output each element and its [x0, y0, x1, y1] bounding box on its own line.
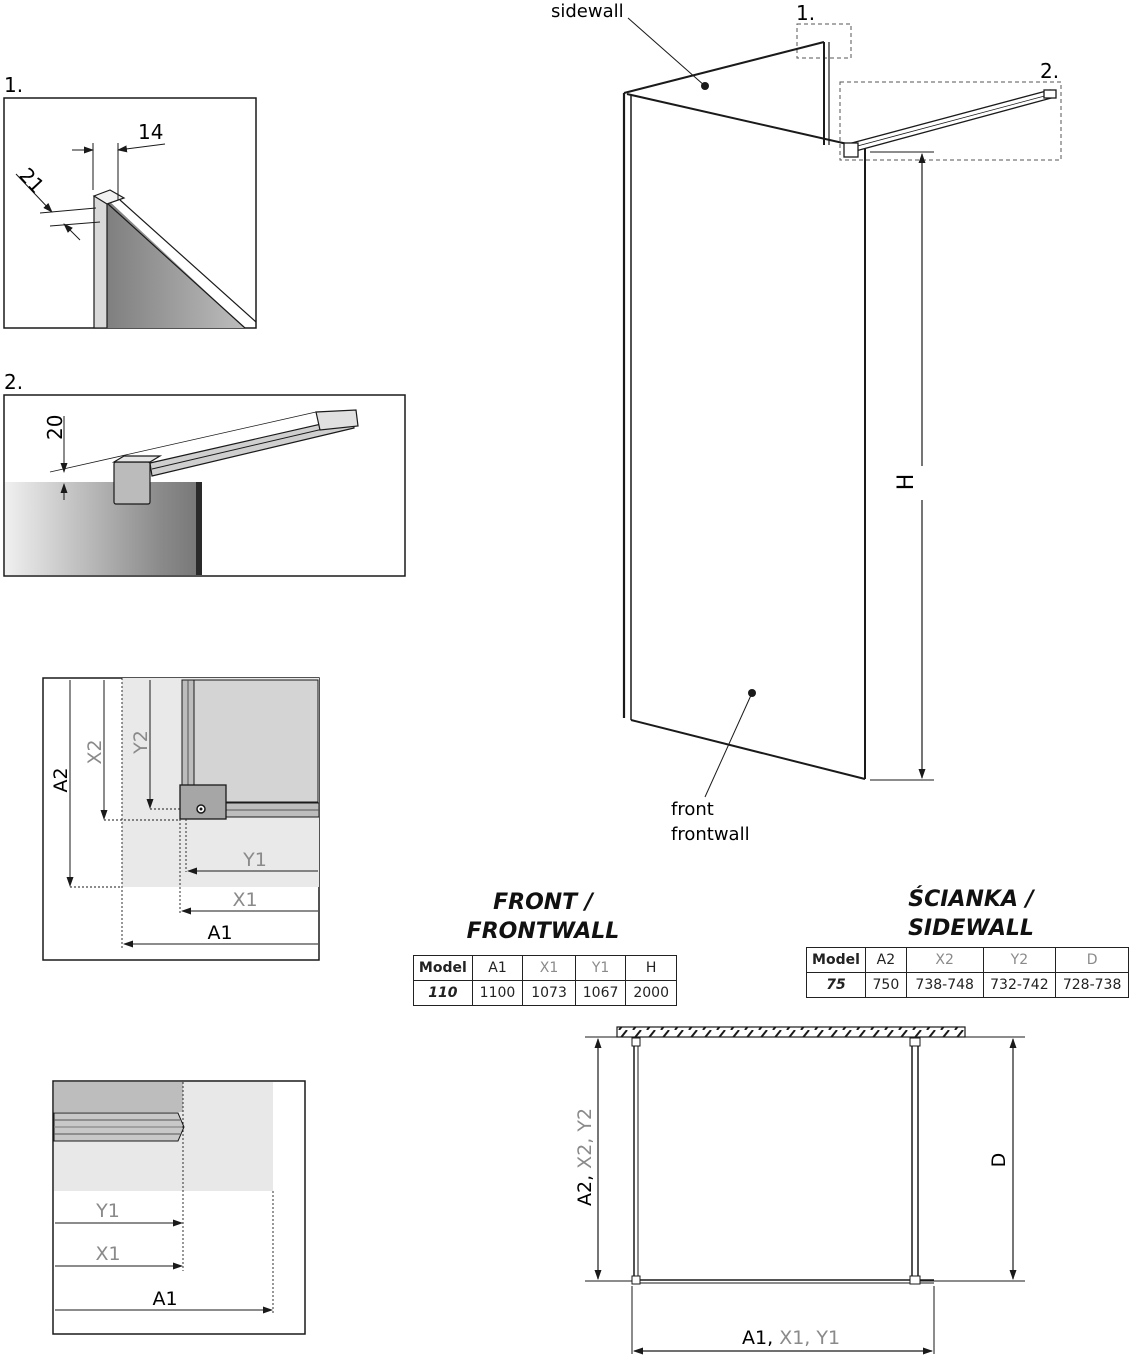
front-header-a1: A1 — [471, 955, 524, 981]
detail-2-glass — [5, 482, 200, 575]
side-header-a2: A2 — [864, 947, 907, 973]
corner-y1-label: Y1 — [242, 849, 267, 871]
plan-a2-label: A2, — [574, 1175, 596, 1206]
corner-x1-label: X1 — [232, 889, 257, 911]
edge-y1-label: Y1 — [95, 1200, 120, 1222]
side-cell-x2: 738-748 — [905, 972, 984, 998]
detail-2-dim-height: 20 — [43, 415, 67, 440]
detail-2-stabilizer-bar — [149, 416, 355, 477]
side-table-title-line1: ŚCIANKA / — [908, 887, 1034, 912]
side-header-y2: Y2 — [982, 947, 1057, 973]
height-dimension-label: H — [894, 474, 919, 491]
side-header-x2: X2 — [905, 947, 984, 973]
detail-2-clamp — [113, 461, 151, 505]
corner-detail: A2 X2 Y2 Y1 X1 A1 — [42, 677, 320, 961]
plan-bottom-label: A1, X1, Y1 — [742, 1327, 840, 1349]
detail-2: 2. 20 — [3, 370, 406, 577]
perspective-view: 1. 2. H sidewall front frontwall — [551, 1, 1062, 845]
front-header-model: Model — [413, 955, 473, 981]
plan-x2-label: X2, — [574, 1138, 596, 1169]
side-cell-d: 728-738 — [1055, 972, 1129, 998]
front-label: front — [671, 799, 714, 820]
front-cell-h: 2000 — [625, 980, 677, 1006]
plan-x1-label: X1, — [779, 1327, 810, 1349]
front-cell-y1: 1067 — [574, 980, 627, 1006]
front-header-y1: Y1 — [574, 955, 627, 981]
front-header-h: H — [625, 955, 677, 981]
side-table-title-line2: SIDEWALL — [908, 916, 1034, 941]
callout-2-label: 2. — [1040, 59, 1059, 83]
side-table: Model A2 X2 Y2 D 75 750 738-748 732-742 … — [806, 947, 1129, 998]
side-header-model: Model — [806, 947, 866, 973]
side-cell-model: 75 — [806, 972, 866, 998]
plan-view: A2, X2, Y2 D A1, X1, Y1 — [574, 1026, 1025, 1355]
detail-1: 1. 14 21 — [3, 73, 257, 329]
detail-1-glass — [96, 200, 245, 328]
detail-1-number: 1. — [4, 73, 23, 97]
corner-x2-label: X2 — [84, 739, 106, 764]
callout-box-2 — [839, 81, 1062, 161]
frontwall-label: frontwall — [671, 824, 750, 845]
corner-a2-label: A2 — [50, 767, 72, 792]
front-table-title-line2: FRONTWALL — [466, 919, 620, 944]
edge-detail: Y1 X1 A1 — [52, 1080, 306, 1335]
front-header-x1: X1 — [522, 955, 576, 981]
side-cell-y2: 732-742 — [982, 972, 1057, 998]
plan-a1-label: A1, — [742, 1327, 773, 1349]
side-cell-a2: 750 — [864, 972, 907, 998]
front-cell-model: 110 — [413, 980, 473, 1006]
plan-y2-label: Y2 — [574, 1108, 596, 1133]
side-table-row: 75 750 738-748 732-742 728-738 — [806, 972, 1129, 998]
plan-wall — [616, 1026, 966, 1038]
detail-1-profile — [93, 195, 108, 329]
corner-y2-label: Y2 — [130, 730, 152, 755]
corner-connector — [179, 784, 227, 820]
plan-y1-label: Y1 — [815, 1327, 840, 1349]
detail-1-dim-width: 14 — [138, 120, 163, 144]
front-cell-a1: 1100 — [471, 980, 524, 1006]
plan-d-label: D — [988, 1153, 1010, 1168]
front-table: Model A1 X1 Y1 H 110 1100 1073 1067 2000 — [413, 955, 677, 1006]
side-table-title: ŚCIANKA / SIDEWALL — [866, 885, 1076, 943]
front-table-title: FRONT / FRONTWALL — [440, 888, 646, 946]
front-table-header-row: Model A1 X1 Y1 H — [413, 955, 677, 981]
edge-a1-label: A1 — [152, 1288, 177, 1310]
side-header-d: D — [1055, 947, 1129, 973]
front-table-title-line1: FRONT / — [493, 890, 593, 915]
detail-1-profile-top — [92, 189, 126, 205]
detail-2-number: 2. — [4, 370, 23, 394]
detail-2-wall-bracket — [315, 409, 359, 431]
side-table-header-row: Model A2 X2 Y2 D — [806, 947, 1129, 973]
front-table-row: 110 1100 1073 1067 2000 — [413, 980, 677, 1006]
sidewall-label: sidewall — [551, 1, 624, 22]
callout-1-label: 1. — [796, 1, 815, 25]
corner-a1-label: A1 — [207, 922, 232, 944]
front-cell-x1: 1073 — [522, 980, 576, 1006]
plan-left-label: A2, X2, Y2 — [574, 1108, 596, 1206]
edge-x1-label: X1 — [95, 1243, 120, 1265]
